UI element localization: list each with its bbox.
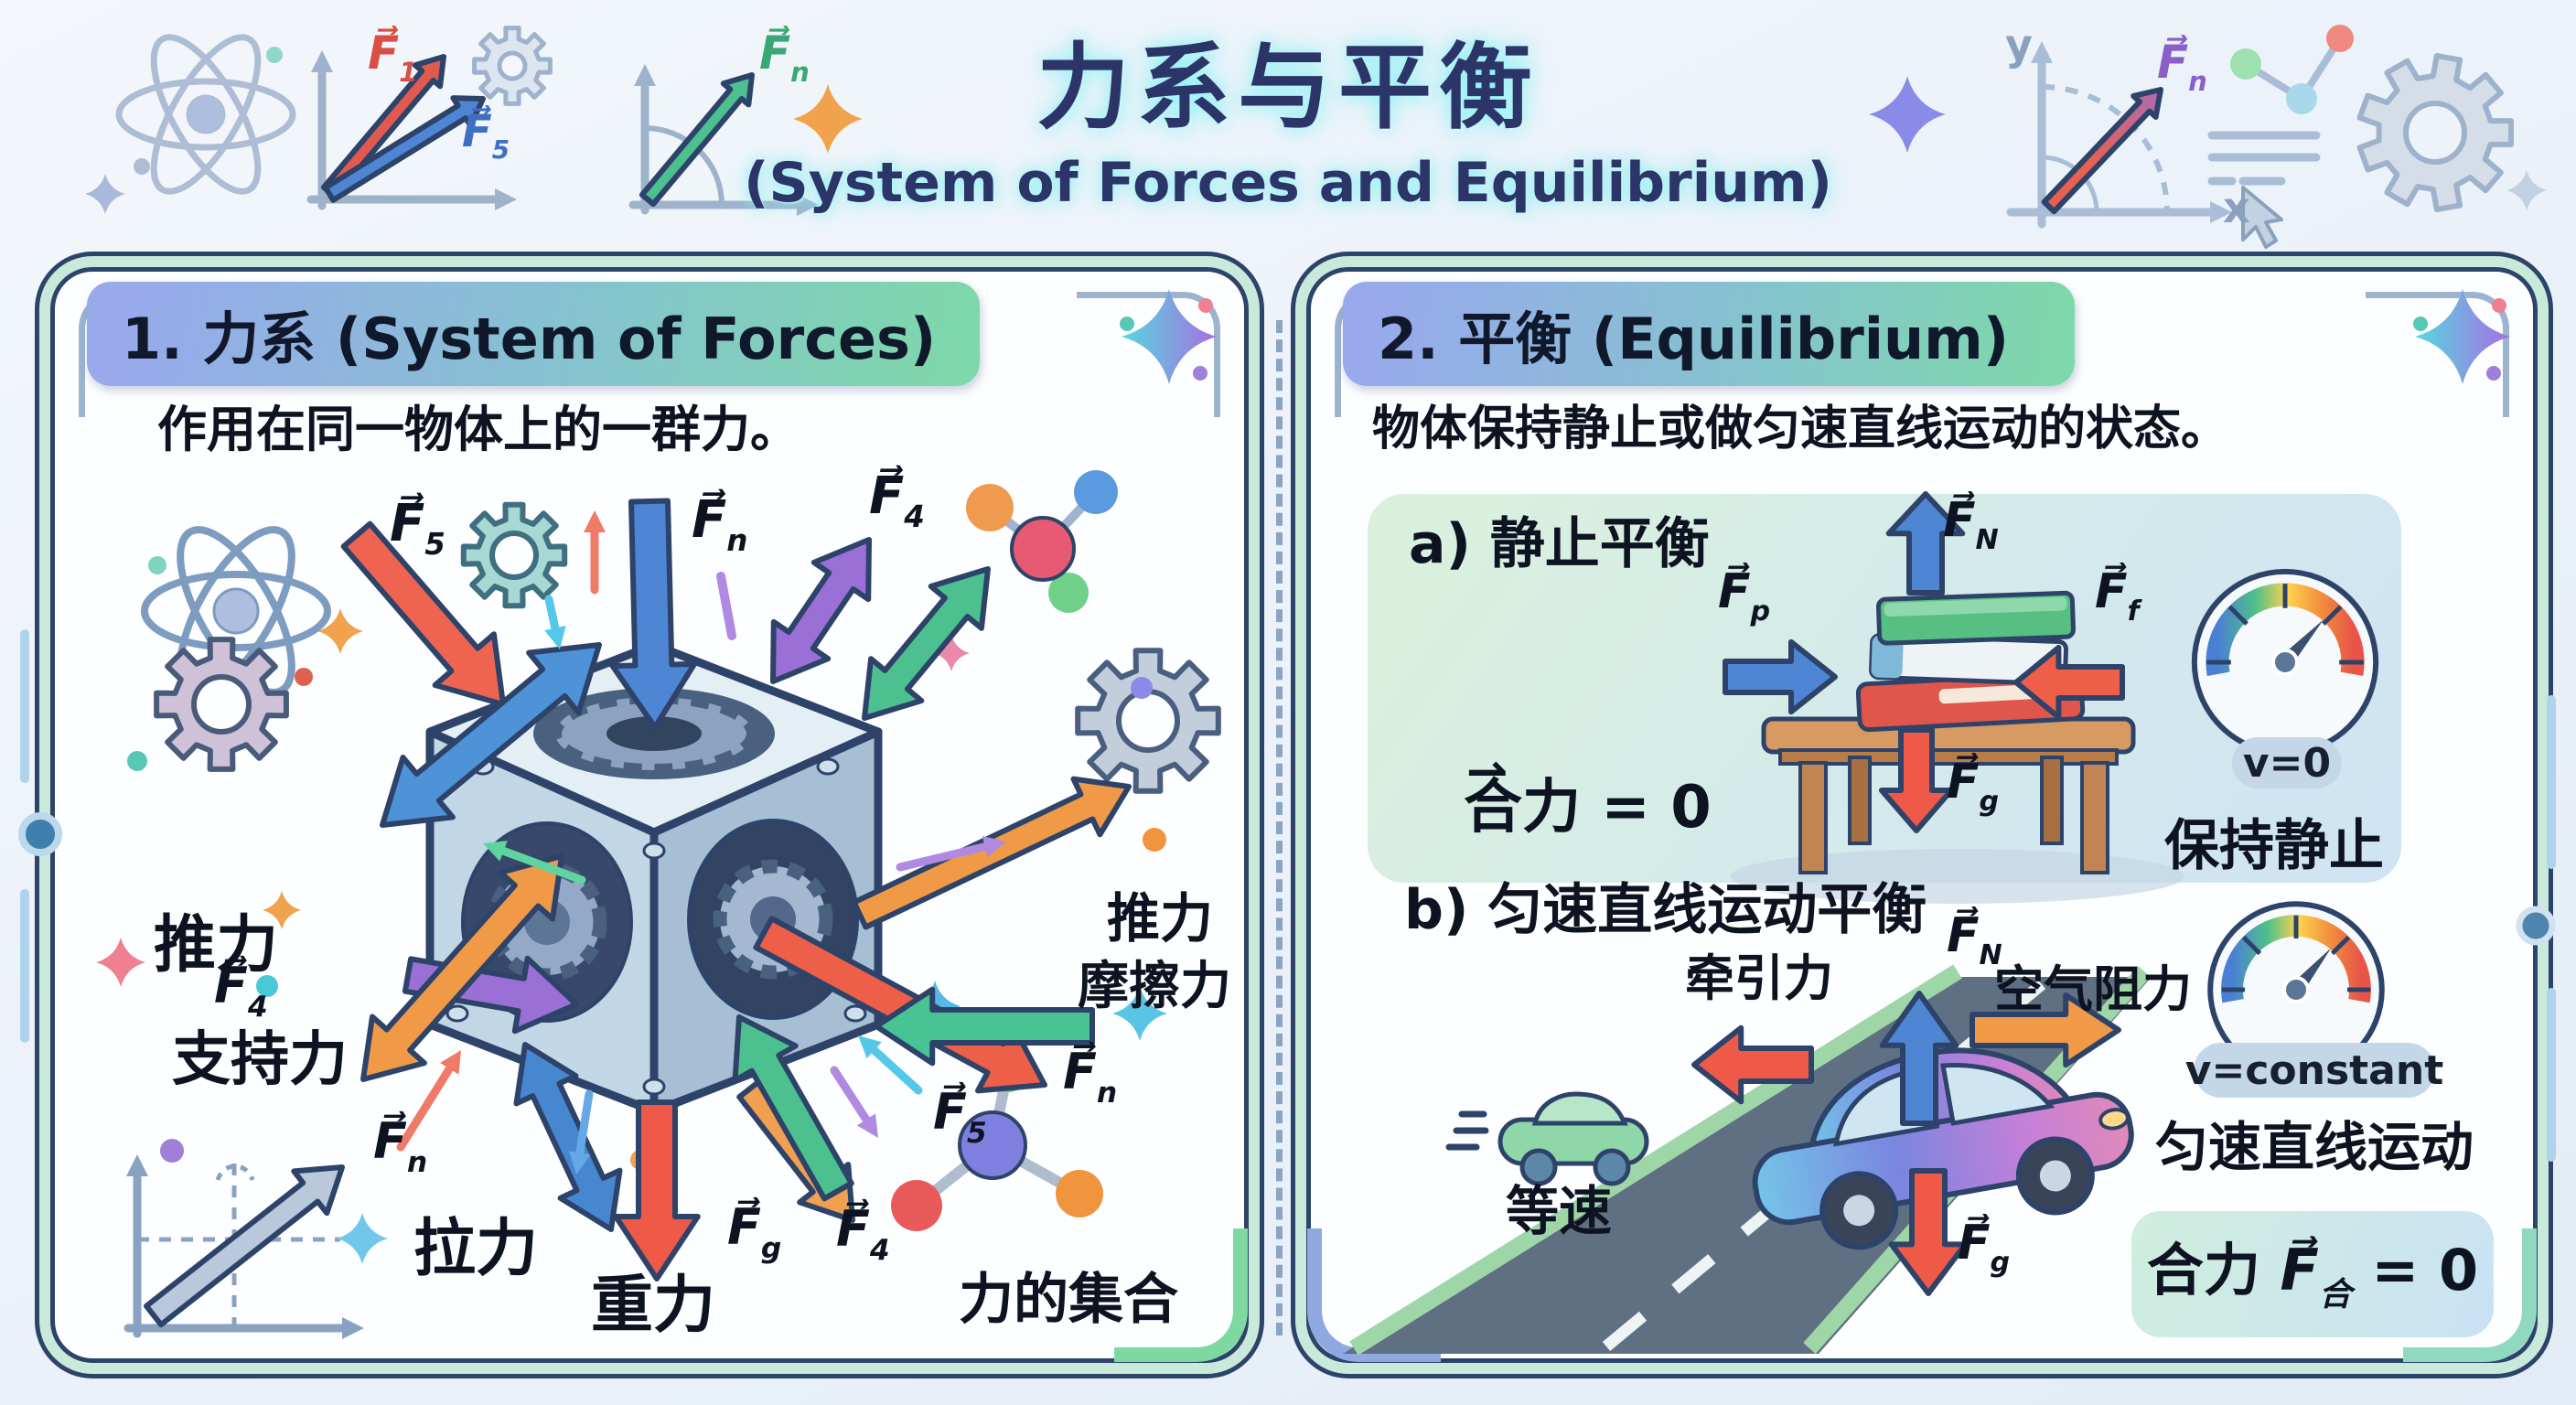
corner-bracket-icon [2366, 292, 2509, 417]
decor-f5-label: F⃗5 [462, 106, 510, 166]
equilibrium-description: 物体保持静止或做匀速直线运动的状态。 [1372, 402, 2229, 456]
axis-y-label: y [2005, 20, 2033, 70]
equilibrium-heading: 2. 平衡 (Equilibrium) [1378, 306, 2010, 372]
fn-right-label: F⃗n [1063, 1043, 1118, 1110]
page-title: 力系与平衡 [1036, 34, 1540, 143]
header-decorations [85, 25, 2547, 249]
static-title: a) 静止平衡 [1409, 512, 1710, 576]
atom-icon [115, 34, 296, 195]
fn-left-label: F⃗n [373, 1112, 428, 1179]
v-zero-pill: v=0 [2232, 737, 2342, 788]
xy-graph-icon [2006, 41, 2232, 229]
molecule-icon [966, 470, 1118, 613]
f5-top-label: F⃗5 [390, 494, 445, 563]
f4-left-label: F⃗4 [214, 957, 268, 1024]
f5-right-label: F⃗5 [933, 1083, 987, 1150]
support-label: 支持力 [172, 1026, 348, 1094]
forces-heading-pill: 1. 力系 (System of Forces) [87, 282, 980, 386]
ai-sparkle-icon [1120, 289, 1217, 384]
ff-label: F⃗f [2095, 564, 2140, 628]
force-cube [425, 640, 883, 1116]
static-force-arrows [1723, 491, 2125, 833]
ai-sparkle-icon [2413, 289, 2510, 384]
push-left-label: 推力 [154, 909, 279, 981]
axes-graph-icon [123, 1154, 364, 1339]
fg-uniform-label: F⃗g [1958, 1216, 2011, 1280]
uniform-motion-label: 匀速直线运动 [2155, 1116, 2474, 1178]
corner-bracket-icon [1077, 292, 1220, 417]
fN-static-label: F⃗N [1943, 493, 1999, 557]
v-constant-pill: v=constant [2185, 1043, 2443, 1098]
fp-label: F⃗p [1718, 564, 1771, 628]
table-books-illustration [1731, 590, 2184, 904]
traction-label: 牵引力 [1685, 949, 1833, 1007]
fg-label: F⃗g [727, 1198, 782, 1265]
net-force-static: ⇀合力 = 0 [1464, 743, 1712, 842]
corner-accent [2403, 1228, 2537, 1362]
page-subtitle: (System of Forces and Equilibrium) [744, 151, 1832, 215]
friction-label: 摩擦力 [1078, 957, 1231, 1016]
air-resistance-label: 空气阻力 [1994, 960, 2192, 1018]
decor-fn-purple-label: F⃗n [2157, 36, 2207, 97]
forces-heading: 1. 力系 (System of Forces) [122, 306, 937, 372]
f4-bottom-label: F⃗4 [836, 1200, 890, 1267]
atom-icon [141, 526, 331, 696]
pull-label: 拉力 [413, 1213, 539, 1285]
decor-fn-green-label: F⃗n [759, 27, 810, 88]
angle-graph-icon [628, 64, 819, 216]
fN-uniform-label: F⃗N [1947, 908, 2002, 972]
small-car-icon [1445, 1091, 1649, 1186]
title-block: 力系与平衡 (System of Forces and Equilibrium) [0, 13, 2576, 215]
fg-static-label: F⃗g [1947, 755, 2000, 819]
gravity-label: 重力 [591, 1270, 716, 1342]
node-link-icon [2207, 25, 2354, 186]
cursor-icon [2241, 186, 2283, 249]
edge-decorations [18, 629, 2556, 1162]
fn-top-label: F⃗n [692, 490, 748, 559]
gear-icon [2356, 53, 2514, 212]
panel-divider [1276, 320, 1283, 1335]
net-force-uniform: 合力 F⃗合 = 0 [2146, 1236, 2479, 1314]
forces-description: 作用在同一物体上的一群力。 [157, 401, 800, 458]
corner-accent [1114, 1228, 1248, 1362]
net-force-uniform-pill: 合力 F⃗合 = 0 [2131, 1211, 2494, 1337]
f4-top-label: F⃗4 [869, 467, 925, 535]
decor-f1-label: F⃗1 [368, 27, 418, 88]
static-gauge-icon [2191, 568, 2379, 756]
force-arrows [340, 498, 1132, 1282]
uniform-gauge-icon [2207, 901, 2385, 1078]
push-right-label: 推力 [1107, 887, 1214, 949]
vector-graph-icon [306, 26, 553, 210]
axis-x-label: x [2223, 183, 2250, 232]
stay-static-label: 保持静止 [2164, 814, 2384, 878]
force-set-label: 力的集合 [959, 1268, 1178, 1332]
equilibrium-heading-pill: 2. 平衡 (Equilibrium) [1343, 282, 2075, 386]
uniform-force-arrows [1691, 991, 2121, 1296]
constant-speed-label: 等速 [1506, 1180, 1613, 1242]
uniform-title: b) 匀速直线运动平衡 [1404, 878, 1927, 942]
